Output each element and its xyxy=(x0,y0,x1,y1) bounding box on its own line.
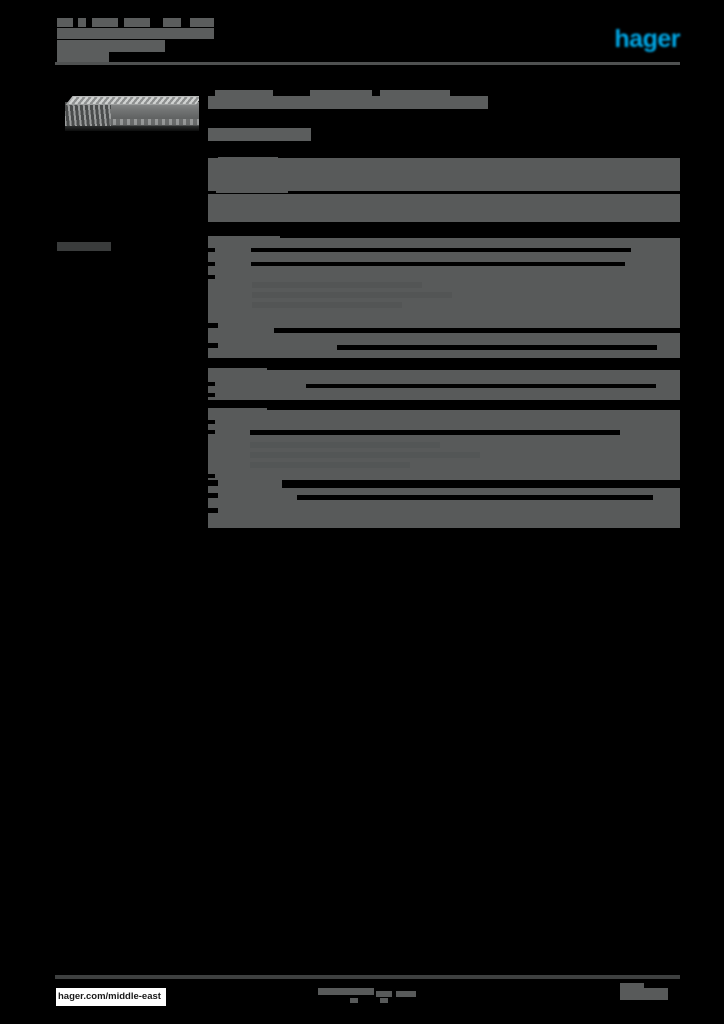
table-section-2 xyxy=(208,236,680,358)
table-section-1-row-2-gap xyxy=(208,222,268,236)
footer-center-text xyxy=(318,988,416,1003)
footer-right-text xyxy=(620,983,668,1001)
s2-paragraph-band-1 xyxy=(252,282,422,288)
s3-bottom-notch xyxy=(243,400,680,410)
s3-row2-notch xyxy=(208,393,215,397)
s2-row1-notch xyxy=(208,248,215,252)
footer-center-line-2 xyxy=(376,991,392,997)
s2-bottom-gap xyxy=(208,358,680,361)
s2-paragraph-band-2 xyxy=(252,292,452,298)
product-subtitle xyxy=(208,128,311,141)
document-title-line-1c xyxy=(92,18,118,27)
s3-row1-notch xyxy=(208,382,215,386)
s4-row8-notch xyxy=(208,493,218,498)
s4-row-mid-notch xyxy=(208,474,215,478)
product-title-c xyxy=(380,90,418,96)
document-title-line-1 xyxy=(57,18,73,27)
s4-paragraph-band-1 xyxy=(250,442,440,448)
footer-website-link[interactable]: hager.com/middle-east xyxy=(56,988,166,1006)
document-title-line-4 xyxy=(57,52,109,62)
s4-row2-leader xyxy=(250,430,620,435)
product-photo-shadow xyxy=(65,126,199,131)
footer-right-line-1 xyxy=(620,988,668,1000)
document-title-line-1f xyxy=(190,18,214,27)
s4-row9-notch xyxy=(208,508,218,513)
s2-heading-gap xyxy=(280,234,680,238)
document-title-line-3 xyxy=(57,40,165,52)
table-section-1-row-gap-1 xyxy=(208,155,218,158)
table-section-1-leader-2 xyxy=(288,191,680,194)
footer-divider xyxy=(55,975,680,979)
product-title-d xyxy=(418,90,450,96)
footer-center-line-5 xyxy=(380,998,388,1003)
table-section-4 xyxy=(208,408,680,528)
product-photo xyxy=(57,88,199,135)
s2-row2-leader xyxy=(251,262,625,266)
footer-right-line-2 xyxy=(620,983,644,988)
s2-row8-notch xyxy=(208,323,218,328)
s2-row8-leader xyxy=(274,328,680,333)
footer-center-line-1 xyxy=(318,988,374,995)
product-title-main xyxy=(208,96,488,109)
s4-row7-notch xyxy=(208,480,218,486)
hager-logo: hager xyxy=(614,25,680,53)
s2-row2-notch xyxy=(208,262,215,266)
s4-row7-leader xyxy=(282,480,680,488)
s4-row8-leader xyxy=(297,495,653,500)
product-title xyxy=(215,90,273,96)
s4-heading-gap xyxy=(267,406,680,410)
s2-paragraph-band-3 xyxy=(252,302,402,308)
document-title-line-1e xyxy=(163,18,181,27)
page-footer xyxy=(0,975,724,1024)
table-section-1-row-2 xyxy=(208,194,680,222)
s2-row1-leader xyxy=(251,248,631,252)
page-header: hager xyxy=(0,0,724,70)
s3-heading-gap xyxy=(267,366,680,370)
s4-paragraph-band-2 xyxy=(250,452,480,458)
s3-row1-leader xyxy=(306,384,656,388)
s2-row3-notch xyxy=(208,275,215,279)
footer-center-line-4 xyxy=(350,998,358,1003)
header-divider xyxy=(55,62,680,65)
s4-row1-notch xyxy=(208,420,215,424)
s2-row9-notch xyxy=(208,343,218,348)
s4-paragraph-band-3 xyxy=(250,462,410,468)
table-section-1 xyxy=(208,157,680,193)
s4-row2-notch xyxy=(208,430,215,434)
left-column-section-label xyxy=(57,242,111,251)
product-title-b xyxy=(310,90,372,96)
footer-center-line-3 xyxy=(396,991,416,997)
document-title-line-1b xyxy=(78,18,86,27)
table-section-1-leader-1 xyxy=(208,191,216,194)
product-photo-fins xyxy=(65,102,111,128)
product-photo-slots xyxy=(109,119,199,125)
document-title-line-1d xyxy=(124,18,150,27)
s2-row9-leader xyxy=(337,345,657,350)
document-title-line-2 xyxy=(57,28,214,39)
table-section-1-row-gap-2 xyxy=(278,155,680,158)
